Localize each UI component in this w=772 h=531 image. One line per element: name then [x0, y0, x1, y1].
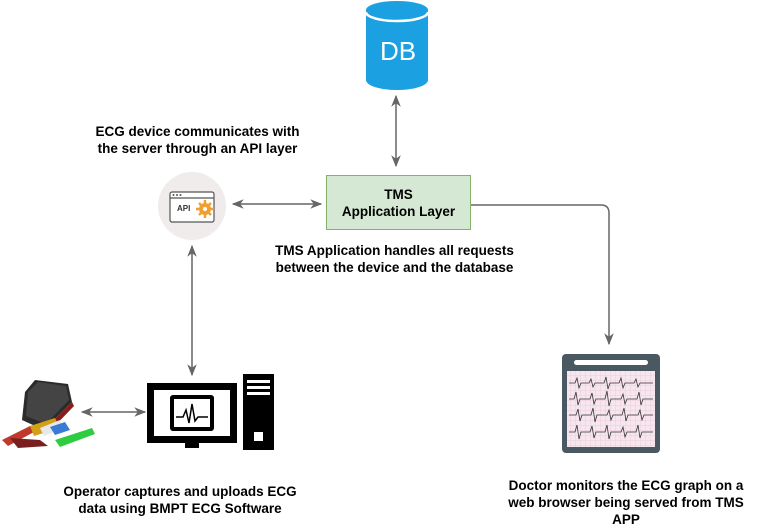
database-label: DB: [379, 36, 417, 66]
database-icon: [364, 1, 430, 90]
doctor-caption-line3: APP: [612, 512, 640, 527]
browser-ecg-icon: [562, 354, 660, 453]
doctor-caption-line1: Doctor monitors the ECG graph on a: [508, 478, 744, 493]
doctor-caption-line2: web browser being served from TMS: [508, 495, 744, 510]
tms-caption: TMS Application handles all requests bet…: [247, 242, 542, 276]
connector-tms-browser: [471, 204, 614, 346]
tms-caption-line1: TMS Application handles all requests: [275, 243, 514, 258]
operator-caption-line2: data using BMPT ECG Software: [78, 501, 282, 516]
tms-caption-line2: between the device and the database: [275, 260, 514, 275]
operator-caption-line1: Operator captures and uploads ECG: [63, 484, 297, 499]
tms-box-line1: TMS: [384, 187, 413, 202]
tms-box-line2: Application Layer: [341, 204, 456, 219]
tms-application-layer-box: TMS Application Layer: [326, 175, 471, 230]
api-gear-icon: [158, 172, 226, 240]
doctor-caption: Doctor monitors the ECG graph on a web b…: [482, 477, 770, 528]
api-caption-line1: ECG device communicates with: [95, 124, 300, 139]
ecg-device-icon: [2, 380, 95, 448]
api-label: API: [177, 204, 191, 213]
api-caption-line2: the server through an API layer: [97, 141, 298, 156]
operator-caption: Operator captures and uploads ECG data u…: [30, 483, 330, 517]
computer-icon: [147, 374, 274, 450]
api-caption: ECG device communicates with the server …: [60, 123, 335, 157]
